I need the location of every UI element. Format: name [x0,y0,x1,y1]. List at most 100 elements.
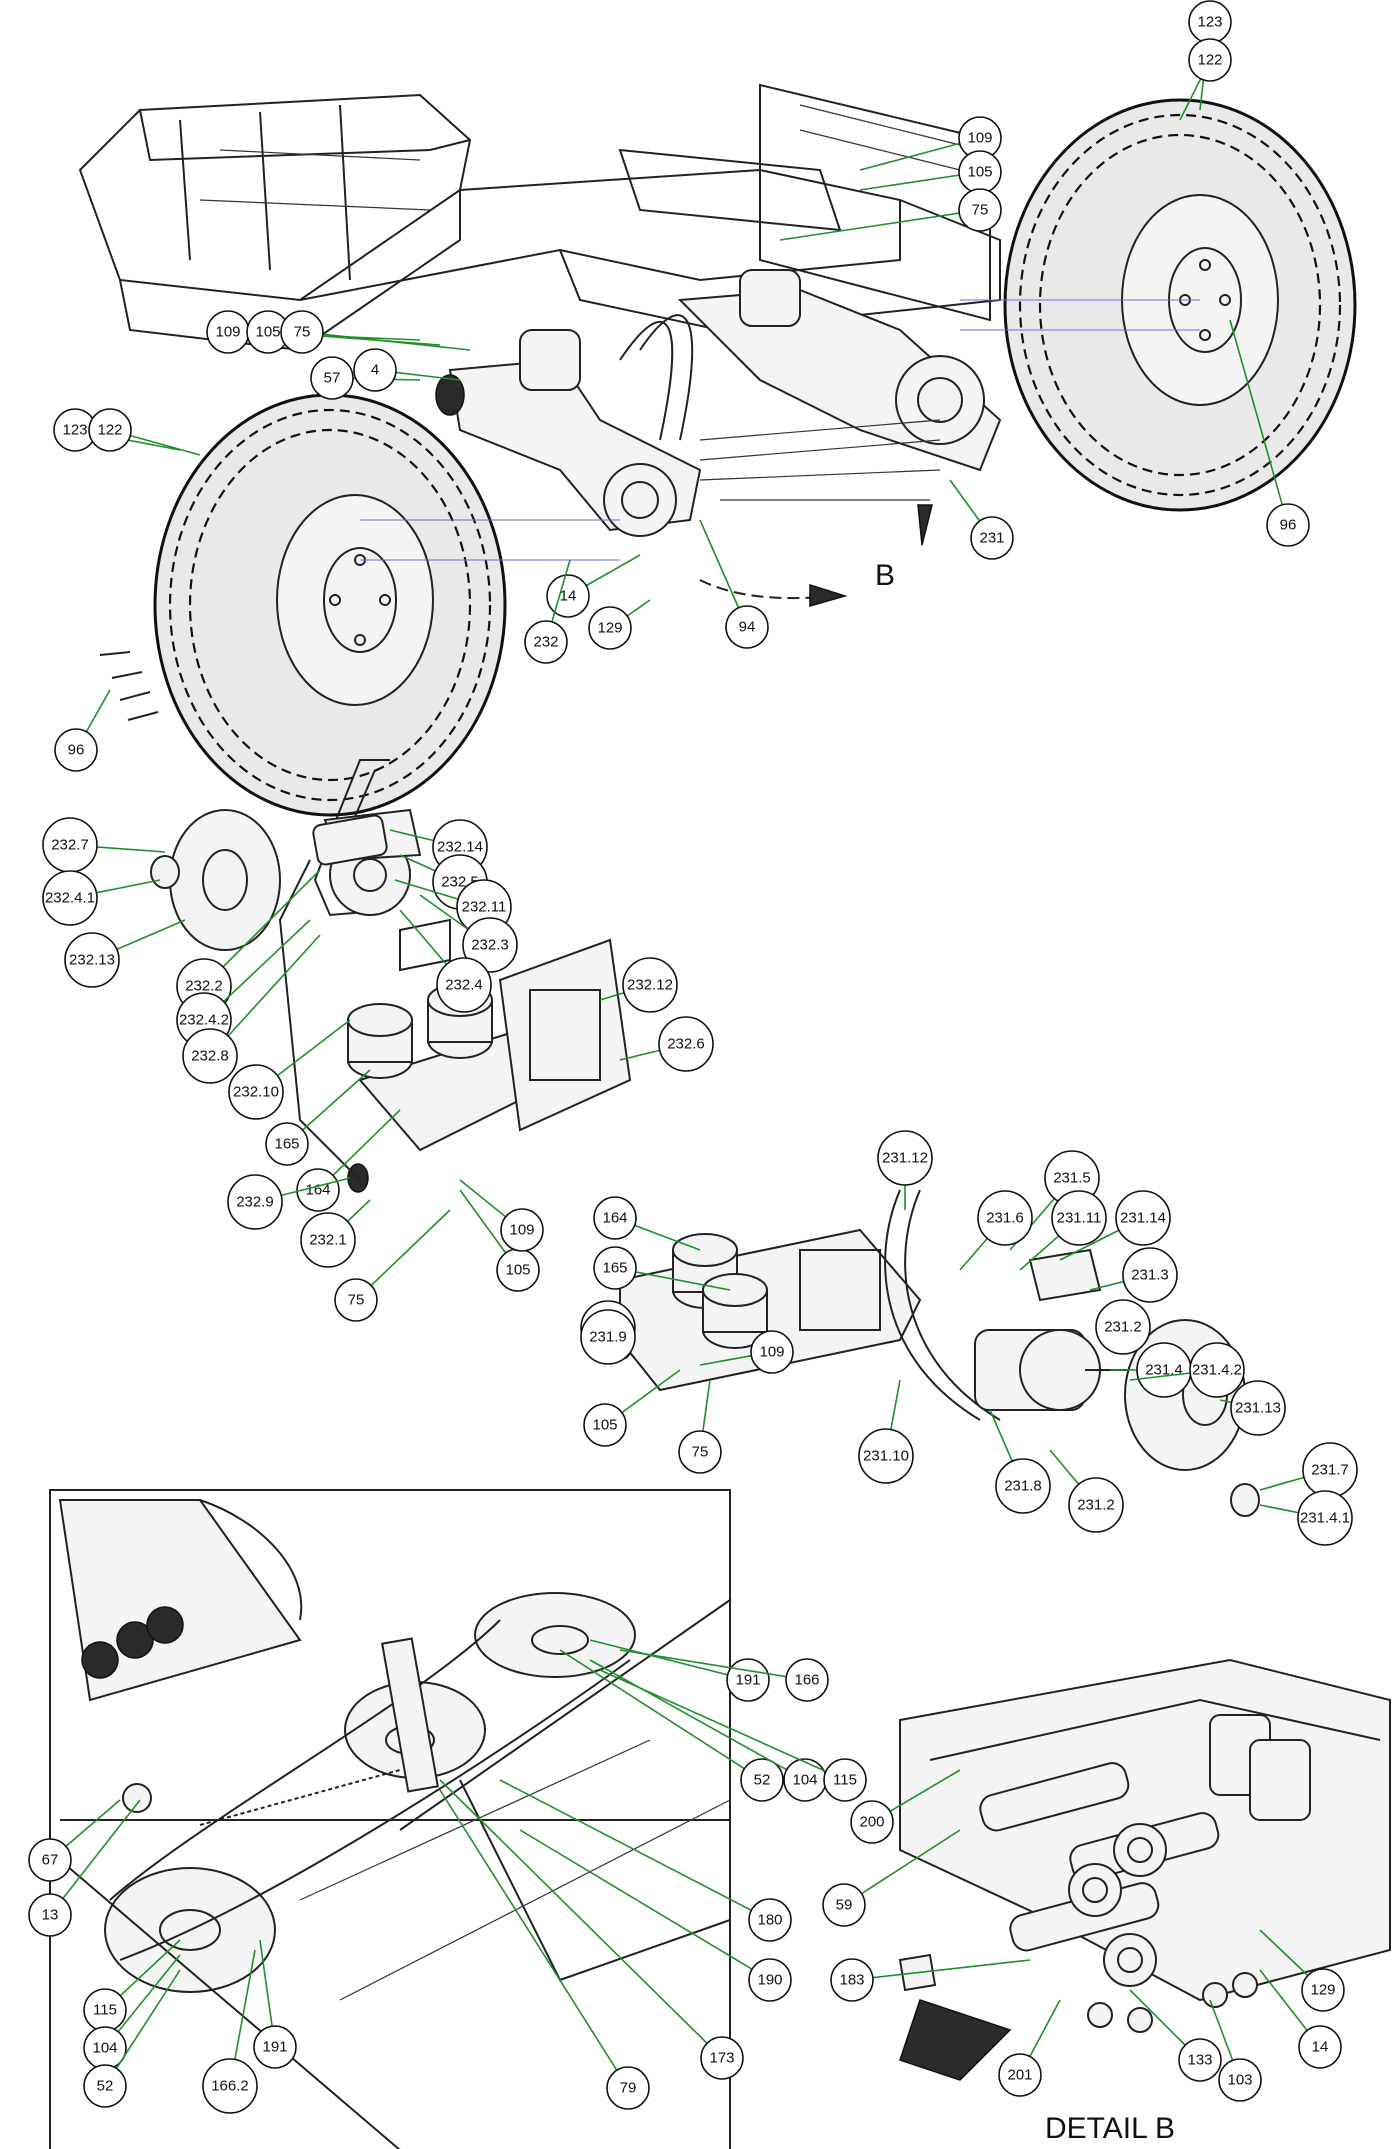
callout-number: 75 [972,202,989,219]
leader-line [519,1829,771,1981]
callout-bubble [54,728,98,772]
callout-bubble [28,1838,72,1882]
leader-line [779,209,981,241]
callout-bubble [1301,1968,1345,2012]
callout-bubble [593,1196,637,1240]
callout-231-2: 231.2 [1095,1299,1151,1355]
callout-bubble [998,2053,1042,2097]
callout-231-10: 231.10 [858,1379,914,1484]
callout-232-12: 232.12 [599,957,678,1013]
leader-line [843,1829,961,1906]
callout-number: 231.8 [1004,1478,1042,1495]
detail-b [898,1658,1391,2081]
callout-bubble [622,957,678,1013]
callout-number: 232.10 [233,1084,279,1101]
callout-number: 231 [979,530,1004,547]
callout-bubble [588,606,632,650]
callout-bubble [64,932,120,988]
callout-number: 231.9 [589,1329,627,1346]
callout-231-8: 231.8 [989,1409,1051,1514]
callout-number: 52 [754,1772,771,1789]
callout-number: 166 [794,1672,819,1689]
callout-number: 105 [255,324,280,341]
callout-number: 52 [97,2078,114,2095]
callout-number: 122 [97,422,122,439]
callout-bubble [1178,2038,1222,2082]
callout-bubble [593,1246,637,1290]
callout-number: 104 [792,1772,817,1789]
view-letter-b: B [875,559,895,592]
leader-line [619,1649,808,1681]
callout-231-4-2: 231.4.2 [1129,1342,1245,1398]
callout-bubble [265,1122,309,1166]
callout-number: 232.2 [185,978,223,995]
callout-number: 14 [1312,2039,1329,2056]
callout-number: 115 [833,1772,857,1789]
callout-166-2: 166.2 [202,1949,258,2114]
callout-number: 57 [324,370,341,387]
callout-number: 232.7 [51,837,89,854]
callout-122: 122 [1179,38,1232,121]
callout-173: 173 [439,1779,744,2080]
callout-number: 164 [305,1182,330,1199]
callout-232-7: 232.7 [42,817,166,873]
view-arrows [699,504,933,607]
callout-bubble [202,2058,258,2114]
callout-bubble [1189,1342,1245,1398]
callout-231-9: 231.9 [580,1309,636,1365]
callout-number: 129 [1310,1982,1335,1999]
leader-line [439,1789,629,2089]
callout-number: 166.2 [211,2078,249,2095]
callout-number: 232.3 [471,937,509,954]
callout-13: 13 [28,1799,141,1937]
callout-number: 109 [967,130,992,147]
callout-bubble [823,1758,867,1802]
callout-number: 122 [1197,52,1222,69]
callout-bubble [1115,1190,1171,1246]
axle-centerlines [360,299,1200,561]
callout-number: 109 [215,324,240,341]
callout-bubble [1266,503,1310,547]
callout-number: 231.11 [1057,1210,1102,1227]
callout-bubble [1218,2058,1262,2102]
callout-180: 180 [499,1779,792,1942]
callout-bubble [850,1800,894,1844]
callout-bubble [296,1168,340,1212]
motor-assembly [611,1189,1260,1517]
callout-number: 4 [371,362,379,379]
callout-number: 191 [735,1672,760,1689]
callout-bubble [658,1016,714,1072]
callout-number: 109 [759,1344,784,1361]
callout-231-6: 231.6 [959,1190,1033,1271]
callout-14: 14 [546,554,641,618]
callout-number: 109 [509,1222,534,1239]
leader-line [301,331,471,351]
callout-number: 191 [262,2039,287,2056]
callout-96: 96 [1229,319,1310,547]
callout-bubble [580,1309,636,1365]
callout-number: 231.7 [1311,1462,1349,1479]
hydraulic-hoses [619,314,941,501]
callout-bubble [353,348,397,392]
leader-line [1229,319,1289,526]
callout-232-9: 232.9 [227,1174,351,1230]
callout-109: 109 [699,1330,794,1374]
callout-bubble [700,2036,744,2080]
swing-arm-left [435,329,702,537]
callout-94: 94 [699,519,769,649]
callout-bubble [436,957,492,1013]
callout-96: 96 [54,689,111,772]
callout-232-10: 232.10 [228,1019,351,1120]
callout-number: 133 [1187,2052,1212,2069]
callout-bubble [253,2025,297,2069]
callout-166: 166 [619,1649,829,1702]
leader-line [439,1779,723,2059]
belt-drive-panel [49,1489,731,2149]
callout-52: 52 [83,1969,181,2108]
callout-number: 115 [93,2002,117,2019]
callout-231-2: 231.2 [1049,1449,1124,1533]
callout-number: 105 [967,164,992,181]
callout-bubble [524,620,568,664]
